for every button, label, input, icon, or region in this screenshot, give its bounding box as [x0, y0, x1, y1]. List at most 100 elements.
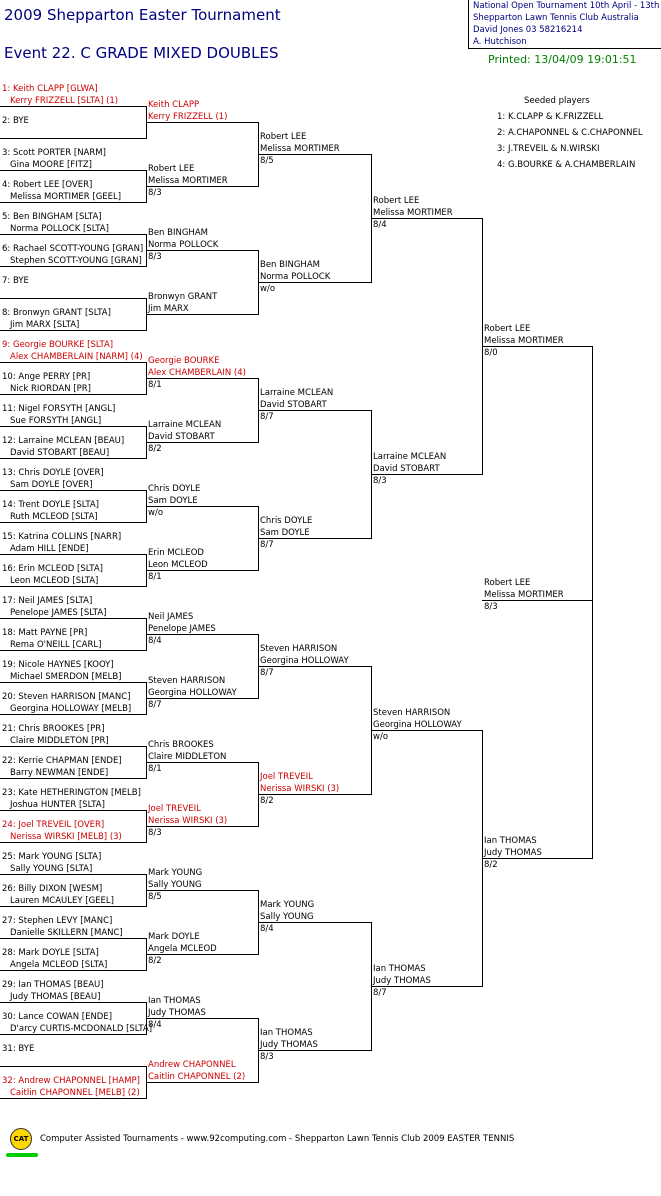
entry-line [0, 106, 146, 107]
entry-name-b: Georgina HOLLOWAY [148, 688, 237, 698]
entry-line [146, 442, 258, 443]
entry-name-b: Sally YOUNG [260, 912, 314, 922]
entry-name-b: Melissa MORTIMER [373, 208, 453, 218]
cat-logo-icon: CAT [10, 1128, 32, 1150]
entry-name-a: 26: Billy DIXON [WESM] [2, 884, 103, 894]
entry-line [0, 202, 146, 203]
seeds-title: Seeded players [524, 96, 590, 106]
entry-name-a: 27: Stephen LEVY [MANC] [2, 916, 113, 926]
event-title: Event 22. C GRADE MIXED DOUBLES [4, 44, 279, 62]
entry-name-b: Sam DOYLE [260, 528, 310, 538]
champion-name-b: Melissa MORTIMER [484, 590, 564, 600]
entry-line [0, 170, 146, 171]
entry-name-a: 15: Katrina COLLINS [NARR] [2, 532, 122, 542]
entry-name-b: Claire MIDDLETON [148, 752, 227, 762]
entry-line [371, 986, 482, 987]
entry-line [258, 538, 371, 539]
entry-name-b: Stephen SCOTT-YOUNG [GRAN] [10, 256, 142, 266]
entry-name-a: 3: Scott PORTER [NARM] [2, 148, 106, 158]
entry-name-b: Gina MOORE [FITZ] [10, 160, 92, 170]
entry-line [482, 346, 592, 347]
entry-line [146, 570, 258, 571]
entry-line [0, 522, 146, 523]
entry-line [146, 698, 258, 699]
entry-name-a: Steven HARRISON [373, 708, 451, 718]
entry-name-a: Chris DOYLE [148, 484, 201, 494]
entry-line [146, 250, 258, 251]
entry-line [146, 954, 258, 955]
entry-name-b: Melissa MORTIMER [148, 176, 228, 186]
entry-score: 8/5 [148, 892, 162, 902]
entry-name-b: Barry NEWMAN [ENDE] [10, 768, 109, 778]
entry-line [146, 314, 258, 315]
entry-line [146, 506, 258, 507]
entry-line [0, 810, 146, 811]
entry-name-b: Judy THOMAS [260, 1040, 318, 1050]
entry-name-b: David STOBART [373, 464, 440, 474]
entry-name-b: Melissa MORTIMER [484, 336, 564, 346]
entry-line [0, 906, 146, 907]
entry-name-a: Robert LEE [148, 164, 195, 174]
entry-name-b: Adam HILL [ENDE] [10, 544, 89, 554]
entry-line [0, 138, 146, 139]
entry-name-b: Sally YOUNG [148, 880, 202, 890]
entry-name-a: 7: BYE [2, 276, 29, 286]
entry-name-a: Mark DOYLE [148, 932, 200, 942]
entry-score: w/o [373, 732, 389, 742]
entry-score: 8/7 [373, 988, 387, 998]
entry-name-a: Joel TREVEIL [148, 804, 201, 814]
entry-name-a: Ian THOMAS [260, 1028, 313, 1038]
entry-name-b: Georgina HOLLOWAY [260, 656, 349, 666]
entry-name-b: Sue FORSYTH [ANGL] [10, 416, 102, 426]
entry-line [258, 666, 371, 667]
entry-score: 8/4 [260, 924, 274, 934]
info-line-3: David Jones 03 58216214 [473, 25, 583, 35]
info-line-4: A. Hutchison [473, 37, 527, 47]
entry-line [258, 794, 371, 795]
entry-name-b: Georgina HOLLOWAY [MELB] [10, 704, 132, 714]
seed-3: 3: J.TREVEIL & N.WIRSKI [497, 144, 600, 154]
entry-line [0, 746, 146, 747]
entry-name-a: Mark YOUNG [148, 868, 203, 878]
entry-name-b: Claire MIDDLETON [PR] [10, 736, 109, 746]
entry-name-a: 19: Nicole HAYNES [KOOY] [2, 660, 114, 670]
entry-name-b: Ruth MCLEOD [SLTA] [10, 512, 98, 522]
entry-name-a: 32: Andrew CHAPONNEL [HAMP] [2, 1076, 140, 1086]
entry-score: 8/2 [260, 796, 274, 806]
entry-name-a: 21: Chris BROOKES [PR] [2, 724, 105, 734]
bracket-connector [592, 346, 593, 859]
entry-score: 8/2 [484, 860, 498, 870]
entry-line [0, 650, 146, 651]
entry-line [0, 618, 146, 619]
entry-line [0, 874, 146, 875]
entry-name-a: Larraine MCLEAN [260, 388, 334, 398]
entry-score: 8/3 [148, 828, 162, 838]
entry-line [0, 234, 146, 235]
entry-line [0, 682, 146, 683]
entry-name-b: Jim MARX [SLTA] [10, 320, 80, 330]
champion-score: 8/3 [484, 602, 498, 612]
entry-score: 8/3 [260, 1052, 274, 1062]
logo-underline [6, 1153, 38, 1157]
entry-name-b: Judy THOMAS [BEAU] [10, 992, 101, 1002]
entry-name-a: 11: Nigel FORSYTH [ANGL] [2, 404, 116, 414]
entry-score: 8/2 [148, 444, 162, 454]
entry-score: 8/2 [148, 956, 162, 966]
entry-score: 8/1 [148, 380, 162, 390]
entry-line [146, 826, 258, 827]
entry-line [371, 218, 482, 219]
seed-2: 2: A.CHAPONNEL & C.CHAPONNEL [497, 128, 643, 138]
entry-line [258, 282, 371, 283]
entry-name-b: Sam DOYLE [OVER] [10, 480, 93, 490]
entry-score: 8/7 [260, 412, 274, 422]
entry-name-a: 12: Larraine MCLEAN [BEAU] [2, 436, 125, 446]
entry-name-a: Andrew CHAPONNEL [148, 1060, 236, 1070]
entry-name-a: 24: Joel TREVEIL [OVER] [2, 820, 105, 830]
entry-name-a: 1: Keith CLAPP [GLWA] [2, 84, 98, 94]
entry-name-b: Michael SMERDON [MELB] [10, 672, 122, 682]
entry-name-b: Angela MCLEOD [148, 944, 217, 954]
entry-name-a: Steven HARRISON [148, 676, 226, 686]
entry-name-b: Penelope JAMES [SLTA] [10, 608, 107, 618]
entry-line [146, 634, 258, 635]
entry-name-a: Keith CLAPP [148, 100, 200, 110]
